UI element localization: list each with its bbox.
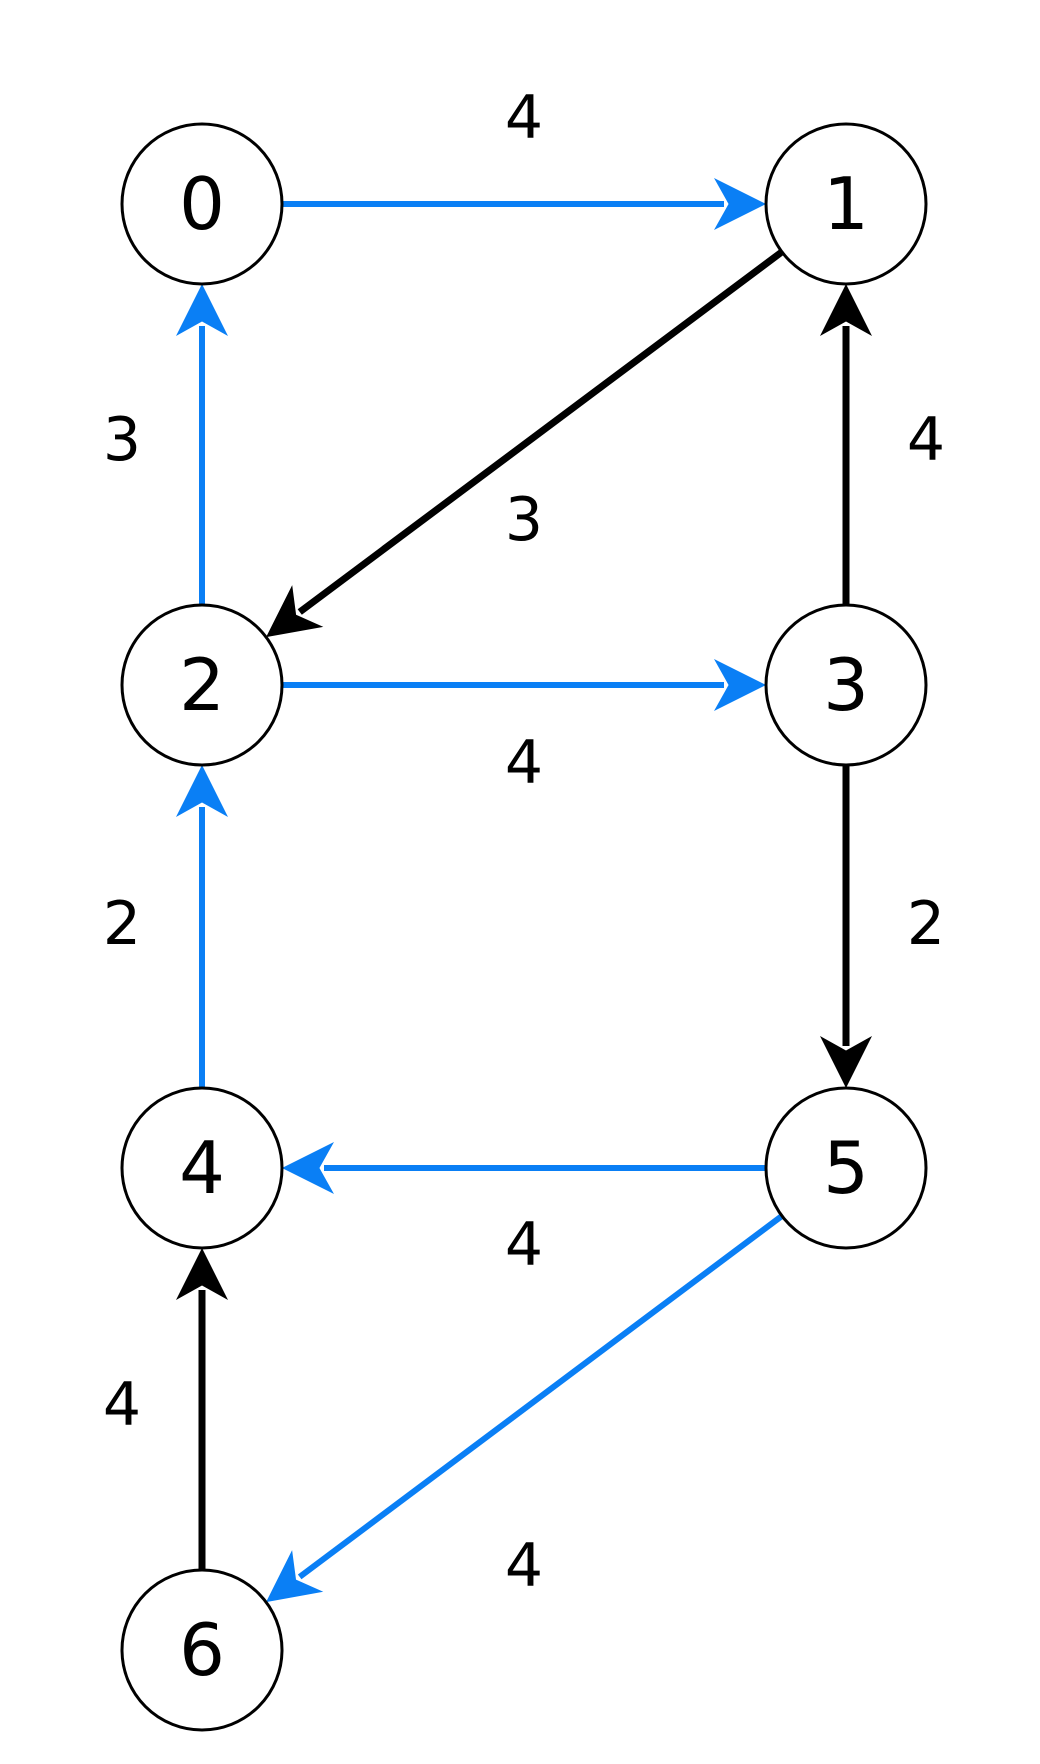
- node-5: 5: [764, 1086, 928, 1250]
- edge-weight-1-2: 3: [505, 485, 543, 555]
- node-label: 1: [823, 162, 869, 246]
- node-2: 2: [120, 603, 284, 767]
- arrowhead-icon: [820, 284, 872, 336]
- node-label: 2: [179, 643, 225, 727]
- edge-weight-5-4: 4: [505, 1210, 543, 1280]
- arrowhead-icon: [176, 284, 228, 336]
- node-3: 3: [764, 603, 928, 767]
- arrowhead-icon: [176, 1248, 228, 1300]
- edge-weight-0-1: 4: [505, 83, 543, 153]
- edge-weight-3-5: 2: [907, 889, 945, 959]
- edges-layer: [176, 178, 872, 1603]
- edge-3-to-1: [820, 284, 872, 605]
- node-circle: [120, 122, 284, 286]
- node-circle: [764, 1086, 928, 1250]
- edge-weight-6-4: 4: [103, 1370, 141, 1440]
- node-circle: [764, 603, 928, 767]
- edge-6-to-4: [176, 1248, 228, 1570]
- arrowhead-icon: [266, 1550, 324, 1603]
- edge-5-to-4: [282, 1142, 766, 1194]
- arrowhead-icon: [820, 1036, 872, 1088]
- edge-weight-2-0: 3: [103, 405, 141, 475]
- edge-5-to-6: [266, 1213, 784, 1603]
- node-label: 5: [823, 1126, 869, 1210]
- node-1: 1: [764, 122, 928, 286]
- node-6: 6: [120, 1568, 284, 1732]
- edge-line: [297, 249, 784, 615]
- arrowhead-icon: [282, 1142, 334, 1194]
- edge-2-to-3: [282, 659, 766, 711]
- node-circle: [120, 603, 284, 767]
- node-label: 4: [179, 1126, 225, 1210]
- edge-weight-5-6: 4: [505, 1531, 543, 1601]
- edge-2-to-0: [176, 284, 228, 605]
- arrowhead-icon: [266, 585, 324, 638]
- edge-4-to-2: [176, 765, 228, 1088]
- nodes-layer: 0 1 2 3 4 5 6: [120, 122, 928, 1732]
- edge-weight-2-3: 4: [505, 728, 543, 798]
- node-label: 6: [179, 1608, 225, 1692]
- node-0: 0: [120, 122, 284, 286]
- node-label: 0: [179, 162, 225, 246]
- arrowhead-icon: [714, 659, 766, 711]
- edge-line: [297, 1213, 784, 1580]
- node-4: 4: [120, 1086, 284, 1250]
- arrowhead-icon: [714, 178, 766, 230]
- node-circle: [120, 1086, 284, 1250]
- node-circle: [120, 1568, 284, 1732]
- node-circle: [764, 122, 928, 286]
- edge-weights-layer: 4 3 3 4 4 2 2 4 4 4: [103, 83, 945, 1601]
- edge-3-to-5: [820, 765, 872, 1088]
- edge-1-to-2: [266, 249, 784, 638]
- node-label: 3: [823, 643, 869, 727]
- edge-weight-3-1: 4: [907, 405, 945, 475]
- arrowhead-icon: [176, 765, 228, 817]
- edge-weight-4-2: 2: [103, 889, 141, 959]
- edge-0-to-1: [282, 178, 766, 230]
